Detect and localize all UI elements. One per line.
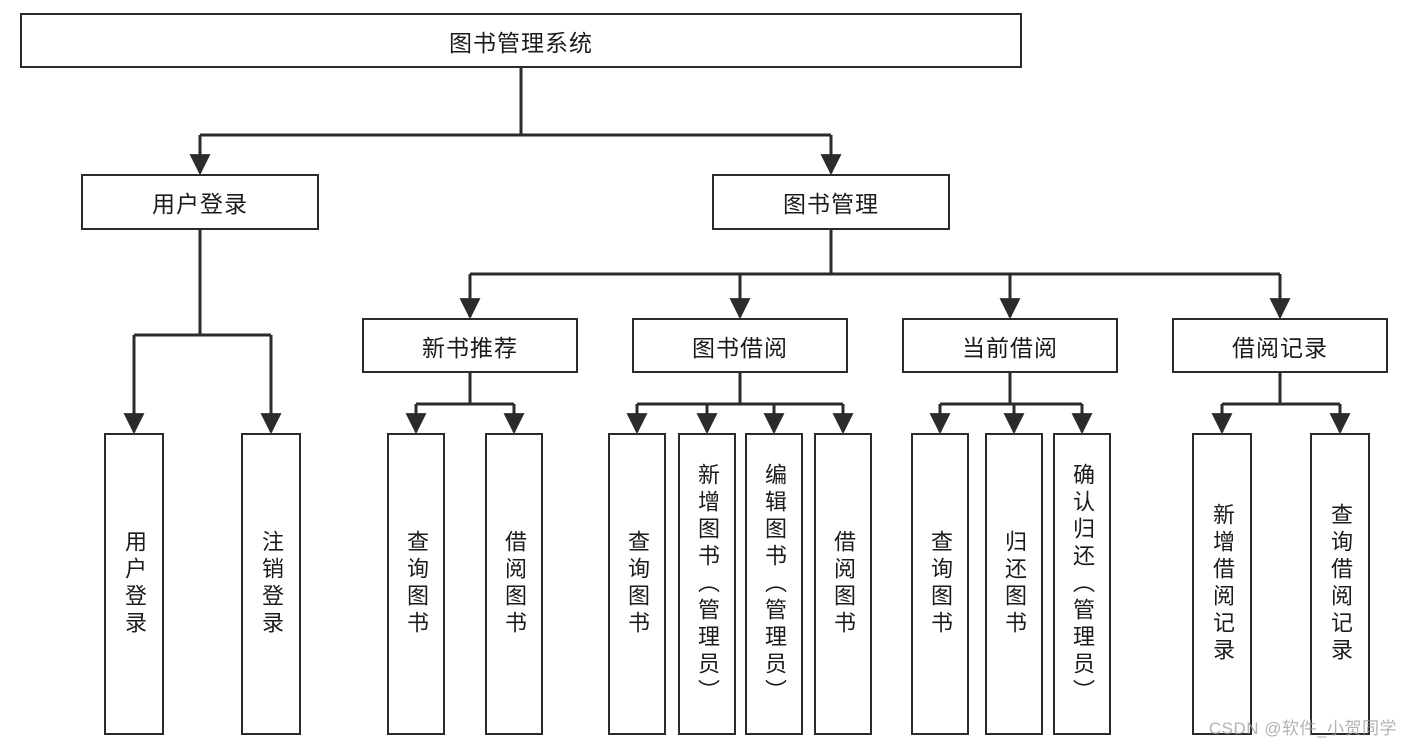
leaf-query-book-borrow[interactable]: 查询图书 (608, 433, 666, 735)
node-current-borrow-label: 当前借阅 (962, 334, 1058, 361)
node-book-manage[interactable]: 图书管理 (712, 174, 950, 230)
leaf-borrow-book-recommend-label: 借阅图书 (502, 530, 527, 638)
leaf-query-book-current-label: 查询图书 (928, 530, 953, 638)
node-book-borrow-label: 图书借阅 (692, 334, 788, 361)
leaf-logout-label: 注销登录 (259, 530, 284, 638)
leaf-user-login[interactable]: 用户登录 (104, 433, 164, 735)
leaf-query-borrow-record-label: 查询借阅记录 (1328, 503, 1353, 665)
node-book-manage-label: 图书管理 (783, 191, 879, 217)
leaf-edit-book[interactable]: 编辑图书（管理员） (745, 433, 803, 735)
leaf-borrow-book-recommend[interactable]: 借阅图书 (485, 433, 543, 735)
leaf-add-book[interactable]: 新增图书（管理员） (678, 433, 736, 735)
leaf-return-book[interactable]: 归还图书 (985, 433, 1043, 735)
node-borrow-record[interactable]: 借阅记录 (1172, 318, 1388, 373)
leaf-confirm-return[interactable]: 确认归还（管理员） (1053, 433, 1111, 735)
leaf-query-book-recommend[interactable]: 查询图书 (387, 433, 445, 735)
node-borrow-record-label: 借阅记录 (1232, 334, 1328, 361)
node-new-book-recommend[interactable]: 新书推荐 (362, 318, 578, 373)
csdn-watermark: CSDN @软件_小贺同学 (1208, 719, 1397, 738)
node-new-book-recommend-label: 新书推荐 (422, 334, 518, 361)
leaf-query-book-current[interactable]: 查询图书 (911, 433, 969, 735)
node-current-borrow[interactable]: 当前借阅 (902, 318, 1118, 373)
leaf-query-book-borrow-label: 查询图书 (625, 530, 650, 638)
leaf-logout[interactable]: 注销登录 (241, 433, 301, 735)
leaf-user-login-label: 用户登录 (122, 530, 147, 638)
leaf-add-book-label: 新增图书（管理员） (695, 462, 720, 706)
node-user-login[interactable]: 用户登录 (81, 174, 319, 230)
leaf-query-borrow-record[interactable]: 查询借阅记录 (1310, 433, 1370, 735)
leaf-edit-book-label: 编辑图书（管理员） (762, 462, 787, 706)
leaf-confirm-return-label: 确认归还（管理员） (1070, 462, 1095, 706)
leaf-add-borrow-record[interactable]: 新增借阅记录 (1192, 433, 1252, 735)
leaf-add-borrow-record-label: 新增借阅记录 (1210, 503, 1235, 665)
leaf-borrow-book[interactable]: 借阅图书 (814, 433, 872, 735)
node-root[interactable]: 图书管理系统 (20, 13, 1022, 68)
node-root-label: 图书管理系统 (449, 29, 593, 56)
node-book-borrow[interactable]: 图书借阅 (632, 318, 848, 373)
leaf-borrow-book-label: 借阅图书 (831, 530, 856, 638)
leaf-query-book-recommend-label: 查询图书 (404, 530, 429, 638)
node-user-login-label: 用户登录 (152, 191, 248, 217)
leaf-return-book-label: 归还图书 (1002, 530, 1027, 638)
